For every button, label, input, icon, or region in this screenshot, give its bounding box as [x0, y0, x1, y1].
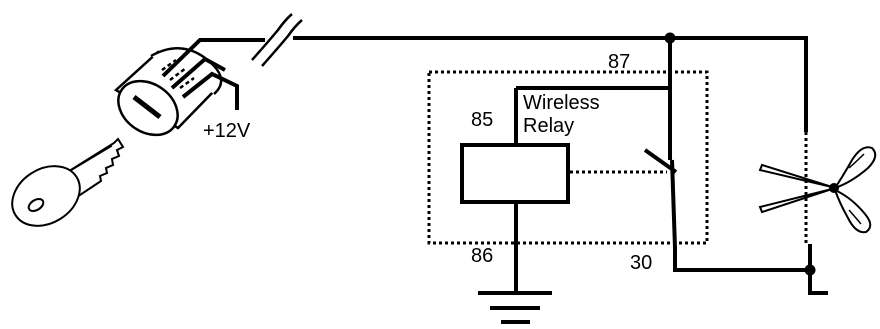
pin-86-label: 86 [471, 245, 494, 267]
scissors-cut-icon [758, 146, 877, 234]
relay-coil [460, 143, 570, 204]
pin-87-label: 87 [608, 51, 631, 73]
wire-break-marks [251, 13, 303, 67]
supply-voltage-label: +12V [203, 120, 251, 142]
pin-85-label: 85 [471, 109, 494, 131]
relay-name-line2: Relay [523, 115, 575, 137]
relay-name-label: Wireless Relay [523, 92, 600, 138]
car-key-icon [11, 137, 125, 227]
ground-symbol-icon [478, 291, 552, 324]
junction-dots [664, 32, 816, 276]
relay-name-line1: Wireless [523, 92, 600, 114]
wires [161, 36, 828, 295]
relay-boundary [427, 70, 709, 245]
pin-30-label: 30 [630, 252, 653, 274]
